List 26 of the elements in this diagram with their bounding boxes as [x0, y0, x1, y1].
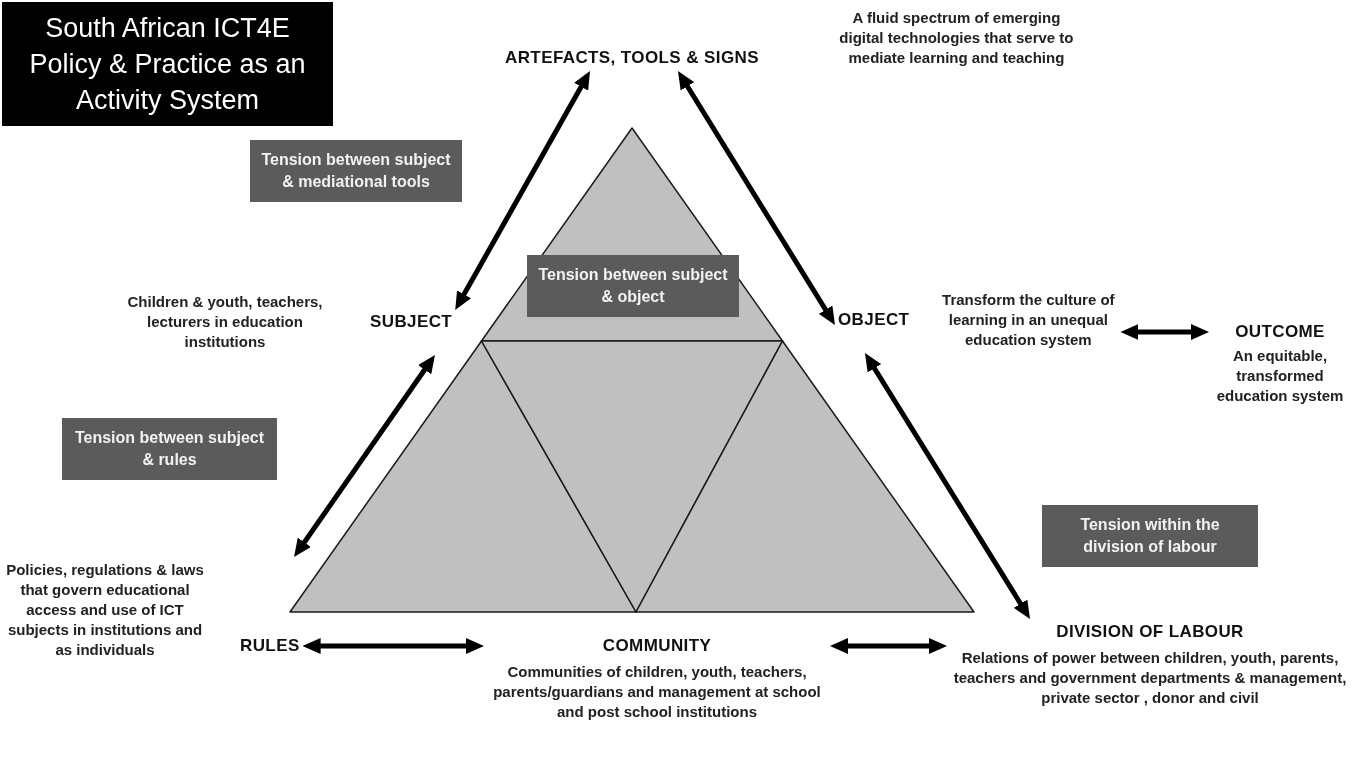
component-label: OBJECT	[838, 310, 910, 330]
double-arrow	[1120, 324, 1209, 340]
component-description: Transform the culture of learning in an unequal education system	[941, 290, 1116, 350]
component-label: SUBJECT	[370, 312, 453, 332]
component-label: COMMUNITY	[602, 636, 712, 656]
tension-box: Tension between subject & object	[527, 255, 739, 317]
component-label: OUTCOME	[1235, 322, 1325, 342]
component-description: An equitable, transformed education system	[1215, 346, 1345, 406]
double-arrow	[864, 353, 1031, 619]
tension-box: Tension within the division of labour	[1042, 505, 1258, 567]
title-banner: South African ICT4E Policy & Practice as an Activity System	[2, 2, 333, 126]
double-arrow	[678, 71, 835, 325]
component-label: ARTEFACTS, TOOLS & SIGNS	[505, 48, 759, 68]
component-description: Policies, regulations & laws that govern educational access and use of ICT subjects in institutions and as individuals	[5, 560, 205, 660]
tension-box: Tension between subject & mediational tools	[250, 140, 462, 202]
double-arrow	[830, 638, 947, 654]
component-description: Children & youth, teachers, lecturers in education institutions	[126, 292, 324, 352]
double-arrow	[455, 71, 590, 310]
component-label: DIVISION OF LABOUR	[1056, 622, 1244, 642]
component-description: A fluid spectrum of emerging digital technologies that serve to mediate learning and teaching	[838, 8, 1074, 68]
double-arrow	[294, 354, 435, 558]
tension-box: Tension between subject & rules	[62, 418, 277, 480]
component-description: Relations of power between children, youth, parents, teachers and government departments & management, private sector , donor and civil	[952, 648, 1348, 708]
component-description: Communities of children, youth, teachers, parents/guardians and management at school and post school institutions	[492, 662, 822, 722]
double-arrow	[302, 638, 484, 654]
component-label: RULES	[240, 636, 300, 656]
